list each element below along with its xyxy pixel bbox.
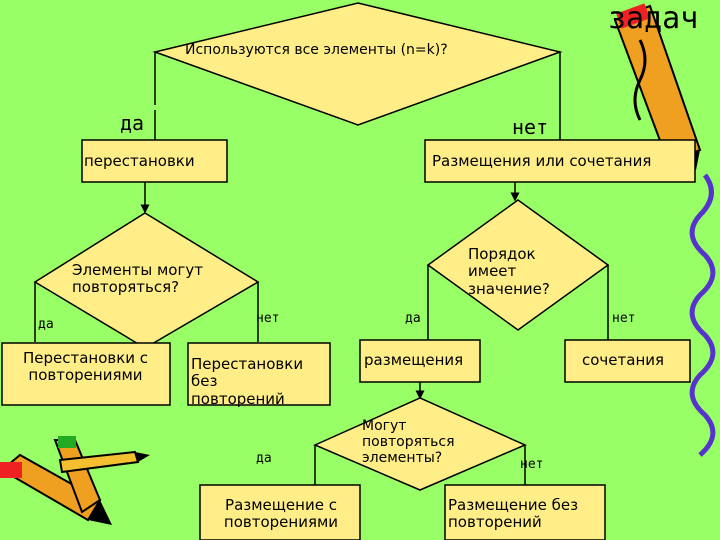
question-order-line3: значение? [468,279,550,298]
answer-yes-4: да [256,451,272,466]
label-placement-without-repetitions: Размещение без повторений [448,496,579,532]
box-perm-without-repetitions [187,342,331,406]
header-text: задач [608,1,699,36]
place-rep-line1: Размещение с [225,496,337,514]
box-combinations [564,339,691,383]
label-perm-without-repetitions: Перестановки без повторений [191,355,304,408]
place-norep-line1: Размещение без [448,496,579,514]
box-permutations [81,139,228,183]
label-perm-with-repetitions: Перестановки с повторениями [8,349,163,385]
answer-yes-2: да [38,317,54,332]
question-elements-repeat-line1: Элементы могут [72,261,203,279]
question-elements-can-repeat: Могут повторяться элементы? [362,418,455,466]
answer-no-1: нет [512,115,549,139]
label-placement-with-repetitions: Размещение с повторениями [212,496,350,532]
box-placements [359,339,481,383]
q4-line1: Могут [362,418,407,434]
squiggle-decoration [689,173,716,457]
question-all-elements: Используются все элементы (n=k)? [185,42,448,58]
question-elements-repeat-line2: повторяться? [72,278,180,297]
question-order-line2: имеет [468,262,517,281]
pencils-icon-bottom-left [0,436,150,525]
answer-no-3: нет [612,311,636,326]
label-placements-or-combinations: Размещения или сочетания [432,152,652,170]
label-placements: размещения [364,351,464,369]
q4-line2: повторяться [362,434,455,451]
perm-norep-line1: Перестановки [191,355,304,373]
decision-diamond-all-elements [152,2,563,126]
label-combinations: сочетания [582,351,665,369]
question-order-line1: Порядок [468,245,536,263]
place-norep-line2: повторений [448,513,542,532]
perm-rep-line2: повторениями [28,366,143,385]
box-placement-without-repetitions [444,484,606,540]
perm-norep-line3: повторений [191,389,285,408]
answer-yes-1: да [120,111,145,135]
box-placements-or-combinations [424,139,696,183]
q4-line3: элементы? [362,450,443,467]
answer-no-2: нет [256,311,280,326]
answer-no-4: нет [520,457,544,472]
answer-yes-3: да [405,311,421,326]
box-placement-with-repetitions [199,484,361,540]
box-perm-with-repetitions [1,342,171,406]
perm-norep-line2: без [191,372,218,391]
question-elements-repeat: Элементы могут повторяться? [72,261,203,297]
place-rep-line2: повторениями [223,513,339,532]
question-order-matters: Порядок имеет значение? [468,245,550,298]
perm-rep-line1: Перестановки с [22,349,149,367]
label-permutations: перестановки [84,152,195,170]
